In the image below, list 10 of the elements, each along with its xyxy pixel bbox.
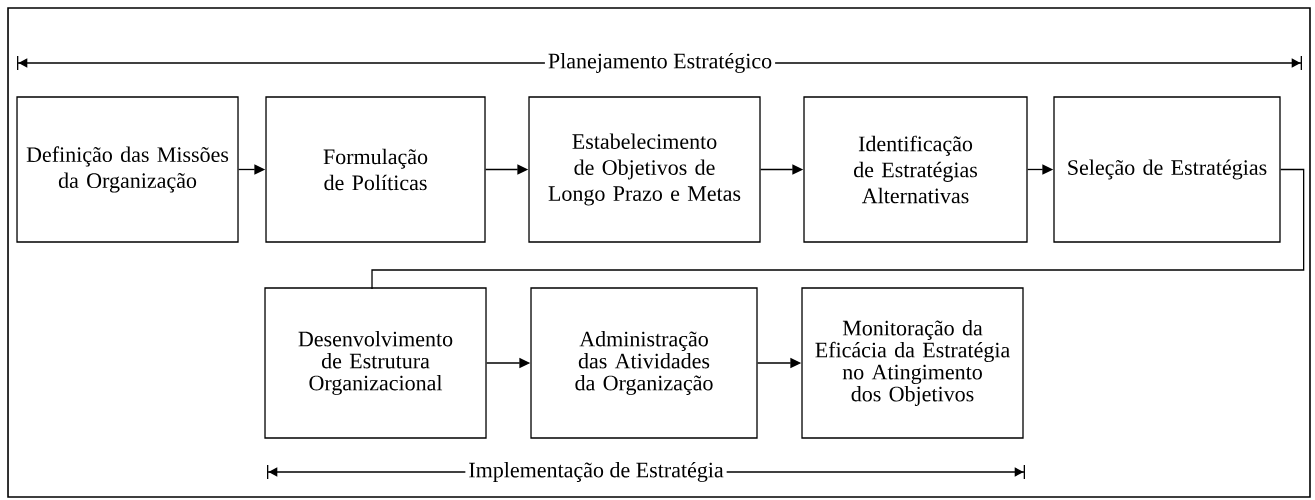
process-box: Monitoração da Eficácia da Estratégia no Atingimento dos Objetivos — [801, 287, 1024, 439]
process-box: Desenvolvimento de Estrutura Organizacional — [264, 287, 487, 439]
process-box: Formulação de Políticas — [265, 96, 486, 243]
dimension-label: Planejamento Estratégico — [544, 49, 776, 76]
process-box: Identificação de Estratégias Alternativas — [803, 96, 1028, 243]
process-box: Seleção de Estratégias — [1053, 96, 1281, 243]
process-box: Estabelecimento de Objetivos de Longo Prazo e Metas — [528, 96, 761, 243]
dimension-label: Implementação de Estratégia — [465, 458, 727, 485]
process-box: Definição das Missões da Organização — [16, 96, 239, 243]
process-box: Administração das Atividades da Organização — [530, 287, 758, 439]
